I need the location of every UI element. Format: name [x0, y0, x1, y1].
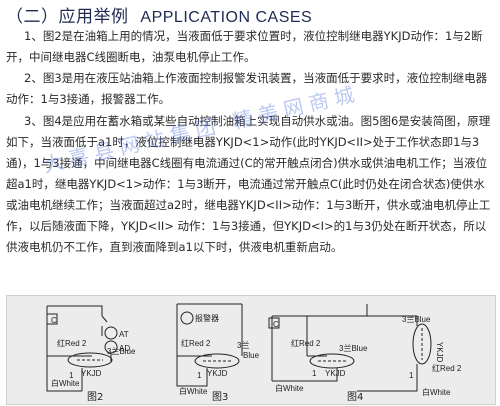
- fig2-coil-label: C: [51, 316, 57, 325]
- fig4-relay2-label: YKJD: [435, 342, 444, 363]
- paragraph-case-1: 1、图2是在油箱上用的情况，当液面低于要求位置时，液位控制继电器YKJD动作：1…: [6, 29, 483, 64]
- fig4-wire-blue: 3兰Blue: [339, 343, 368, 353]
- fig2-wire-1: 1: [69, 371, 74, 380]
- fig2-contact-label-1: AT: [119, 330, 129, 339]
- figure-2-caption: 图2: [87, 391, 103, 403]
- section-heading-en: APPLICATION CASES: [140, 9, 313, 26]
- fig4-relay-label: YKJD: [325, 369, 346, 378]
- fig3-wire-1: 1: [197, 371, 202, 380]
- fig3-wire-red: 红Red 2: [181, 338, 211, 348]
- fig2-relay-label: YKJD: [81, 369, 102, 378]
- fig3-wire-white: 白White: [179, 386, 208, 396]
- fig4-wire-white: 白White: [275, 383, 304, 393]
- figure-4-diagram: [268, 304, 432, 392]
- fig2-wire-blue: 3兰Blue: [107, 346, 136, 356]
- fig2-contact-label-2: AD: [119, 344, 130, 353]
- figure-2-diagram: [46, 305, 118, 392]
- section-heading: （二）应用举例 APPLICATION CASES: [6, 2, 494, 27]
- fig3-wire-blue-en: Blue: [243, 351, 260, 360]
- fig4-relay2-wire-red: 红Red 2: [432, 363, 462, 373]
- fig4-wire-1: 1: [312, 369, 317, 378]
- circuit-diagrams: C AT AD 红Red 2 3兰Blue 1 白White YKJD 图2 报…: [46, 303, 462, 403]
- paragraph-case-3: 3、图4是应用在蓄水箱或某些自动控制油箱上实现自动供水或油。图5图6是安装简图，…: [6, 114, 491, 254]
- fig3-alarm-label: 报警器: [195, 313, 219, 323]
- fig4-relay2-wire-white: 白White: [422, 387, 451, 397]
- figure-3-caption: 图3: [212, 391, 228, 403]
- fig4-wire-red: 红Red 2: [291, 338, 321, 348]
- figures-panel: C AT AD 红Red 2 3兰Blue 1 白White YKJD 图2 报…: [6, 295, 496, 405]
- fig3-wire-blue-cn: 3兰: [237, 340, 249, 350]
- fig4-relay2-wire-1: 1: [409, 371, 414, 380]
- paragraph-case-2: 2、图3是用在液压站油箱上作液面控制报警发讯装置，当液面低于要求时，液位控制继电…: [6, 71, 488, 106]
- fig3-relay-label: YKJD: [207, 369, 228, 378]
- fig4-coil-label: C: [273, 320, 279, 329]
- figure-4-caption: 图4: [347, 391, 363, 403]
- fig4-relay2-wire-blue: 3兰Blue: [402, 314, 431, 324]
- section-heading-cn: （二）应用举例: [6, 7, 129, 27]
- fig2-wire-white: 白White: [51, 378, 80, 388]
- fig2-wire-red: 红Red 2: [57, 338, 87, 348]
- figure-3-diagram: [176, 303, 243, 387]
